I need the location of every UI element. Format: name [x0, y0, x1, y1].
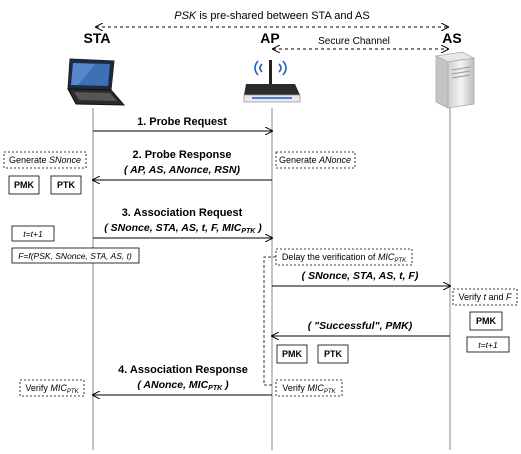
box-pmk-as [469, 311, 503, 331]
note-verify-mic-sta [19, 379, 85, 397]
box-ptk-sta [50, 175, 82, 195]
note-t-increment-sta-text: t=t+1 [23, 229, 43, 239]
box-pmk-sta-label: PMK [14, 180, 35, 190]
server-icon [434, 51, 476, 109]
router-icon [243, 60, 301, 103]
note-generate-snonce [3, 151, 87, 169]
msg-probe-response-params: ( AP, AS, ANonce, RSN) [124, 164, 240, 176]
note-f-formula-text: F=f(PSK, SNonce, STA, AS, t) [18, 251, 132, 261]
note-t-increment-sta [11, 225, 55, 242]
note-verify-mic-sta-text: Verify MICPTK [25, 383, 79, 395]
msg-forward-to-as: ( SNonce, STA, AS, t, F) [302, 270, 419, 282]
msg-association-response: 4. Association Response [118, 364, 248, 376]
entity-ap-title: AP [260, 30, 279, 46]
secure-channel-label: Secure Channel [318, 36, 390, 47]
box-ptk-sta-label: PTK [57, 180, 76, 190]
note-delay-verification-text: Delay the verification of MICPTK [282, 252, 407, 264]
entity-as-title: AS [442, 30, 461, 46]
box-pmk-ap [276, 344, 308, 364]
note-t-increment-as [466, 336, 510, 353]
msg-association-request: 3. Association Request [122, 207, 243, 219]
note-verify-t-f-text: Verify t and F [458, 292, 512, 302]
delay-bracket [263, 256, 276, 386]
note-f-formula [11, 247, 140, 264]
box-pmk-as-label: PMK [476, 316, 497, 326]
laptop-icon [67, 58, 126, 106]
note-generate-anonce-text: Generate ANonce [279, 155, 351, 165]
psk-label: PSK is pre-shared between STA and AS [174, 10, 369, 22]
box-ptk-ap [317, 344, 349, 364]
note-generate-snonce-text: Generate SNonce [9, 155, 81, 165]
note-verify-t-f [452, 288, 518, 306]
msg-probe-request: 1. Probe Request [137, 116, 227, 128]
box-ptk-ap-label: PTK [324, 349, 343, 359]
note-verify-mic-ap-text: Verify MICPTK [282, 383, 336, 395]
msg-probe-response: 2. Probe Response [132, 149, 231, 161]
msg-association-response-params: ( ANonce, MICPTK ) [137, 379, 229, 392]
note-generate-anonce [275, 151, 356, 169]
box-pmk-sta [8, 175, 40, 195]
entity-sta-title: STA [84, 30, 111, 46]
msg-association-request-params: ( SNonce, STA, AS, t, F, MICPTK ) [104, 222, 262, 235]
msg-as-reply: ( "Successful", PMK) [308, 320, 413, 332]
box-pmk-ap-label: PMK [282, 349, 303, 359]
note-verify-mic-ap [275, 379, 343, 397]
note-t-increment-as-text: t=t+1 [478, 340, 498, 350]
